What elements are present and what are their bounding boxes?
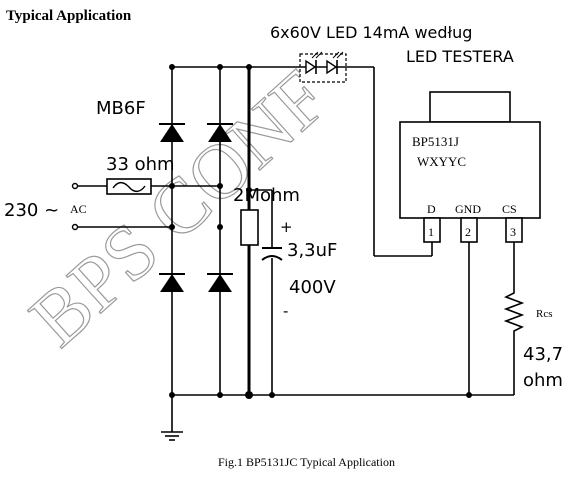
bleeder-resistor (240, 209, 259, 246)
rcs-value-line-1: 43,7 (523, 344, 563, 365)
ic-pin-2-number: 2 (465, 225, 471, 239)
rcs-value-line-2: ohm (523, 370, 563, 391)
bridge-label: MB6F (96, 98, 146, 119)
ic-pin-1-number: 1 (428, 225, 434, 239)
input-voltage-label: 230 ~ (4, 200, 59, 221)
junctions (169, 64, 472, 399)
ic-marking: WXYYC (417, 154, 466, 169)
capacitor-plus-sign: + (280, 218, 293, 236)
ic-part-number: BP5131J (412, 134, 459, 149)
ic-pin-2 (460, 217, 478, 243)
ic-pin-2-name: GND (455, 202, 481, 216)
input-resistor (106, 178, 152, 195)
led-label-line-1: 6x60V LED 14mA według (270, 23, 472, 42)
ic-pin-3-name: CS (502, 202, 517, 216)
capacitor-voltage: 400V (289, 277, 336, 298)
watermark-text: BPS CONF (13, 53, 343, 363)
resistor-label: 33 ohm (106, 154, 175, 175)
page-title: Typical Application (6, 8, 132, 24)
diode-d1 (159, 123, 185, 142)
bleeder-label: 2Mohm (233, 185, 300, 206)
rcs-label: Rcs (536, 308, 553, 320)
ic-bp5131j (399, 91, 541, 243)
ic-pin-1-name: D (427, 202, 436, 216)
capacitor-value: 3,3uF (287, 240, 337, 261)
ic-pin-1 (423, 217, 441, 243)
diode-d2 (207, 123, 233, 142)
ground-symbol (161, 431, 183, 441)
capacitor-minus-sign: - (283, 302, 288, 320)
watermark: BPS CONF (13, 52, 345, 363)
ac-terminal-2 (71, 223, 79, 231)
filter-capacitor (261, 247, 283, 261)
ic-pin-3-number: 3 (510, 225, 516, 239)
led-label-line-2: LED TESTERA (406, 47, 514, 66)
led-string (299, 51, 347, 83)
ic-pin-3 (505, 217, 523, 243)
figure-caption: Fig.1 BP5131JC Typical Application (218, 455, 395, 469)
diode-d4 (207, 273, 233, 292)
ac-terminal-1 (71, 182, 79, 190)
rcs-resistor (503, 288, 525, 334)
ac-label: AC (70, 202, 87, 216)
diode-d3 (159, 273, 185, 292)
bridge-rectifier (159, 123, 233, 292)
